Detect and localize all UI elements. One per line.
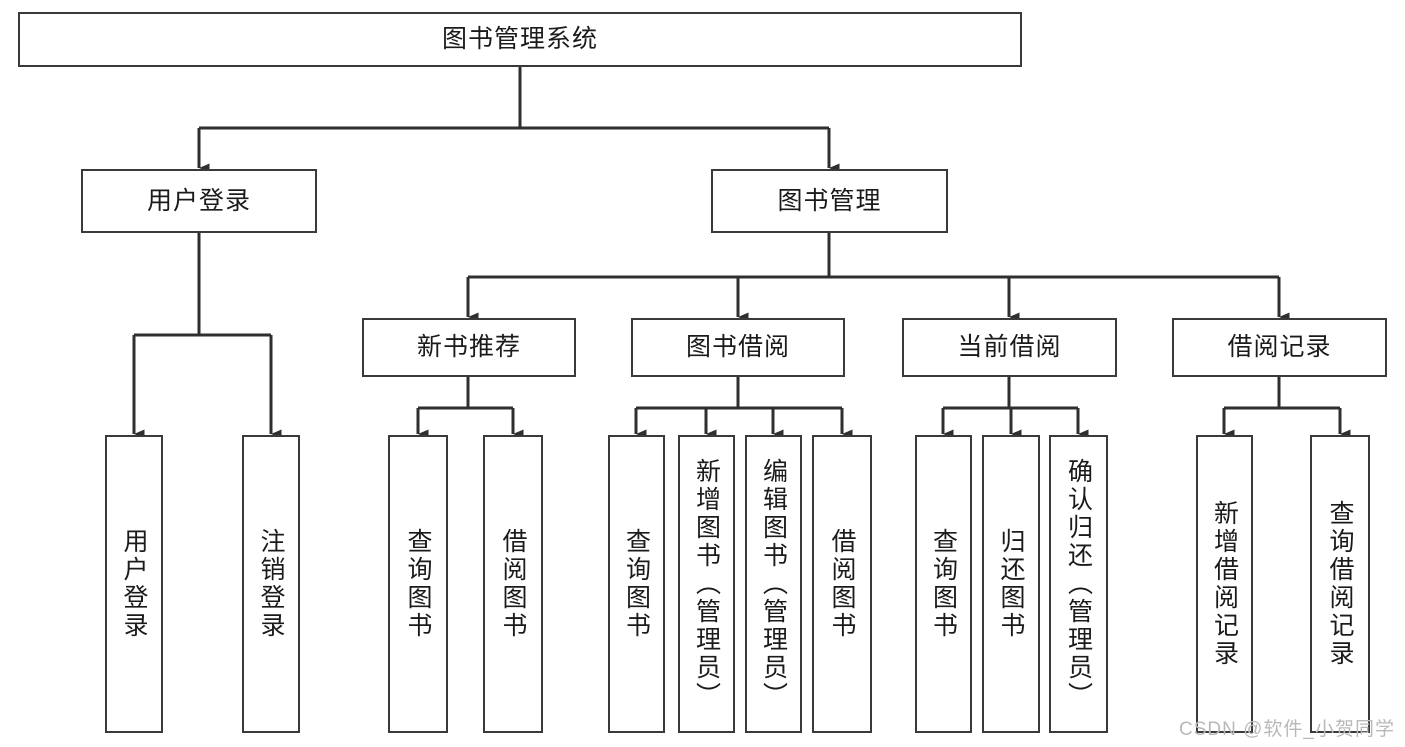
node-leaf-add-borrow-record[interactable]: 新增借阅记录: [1196, 435, 1253, 733]
node-leaf-user-login[interactable]: 用户登录: [105, 435, 163, 733]
node-label: 借阅图书: [828, 528, 856, 640]
node-user-login[interactable]: 用户登录: [81, 169, 317, 233]
node-label: 查询图书: [404, 528, 432, 640]
node-label: 新增借阅记录: [1210, 500, 1239, 668]
node-leaf-query-book-cur[interactable]: 查询图书: [915, 435, 972, 733]
node-label: 用户登录: [120, 528, 148, 640]
node-leaf-borrow-book-rec[interactable]: 借阅图书: [483, 435, 543, 733]
node-leaf-add-book-admin[interactable]: 新增图书（管理员）: [678, 435, 735, 733]
node-label: 确认归还（管理员）: [1064, 458, 1093, 710]
node-leaf-logout[interactable]: 注销登录: [242, 435, 300, 733]
node-label: 注销登录: [257, 528, 285, 640]
node-label: 用户登录: [146, 186, 251, 215]
node-leaf-query-book-bor[interactable]: 查询图书: [608, 435, 665, 733]
node-label: 编辑图书（管理员）: [759, 458, 788, 710]
node-label: 查询图书: [622, 528, 651, 640]
node-book-manage[interactable]: 图书管理: [711, 169, 948, 233]
node-leaf-edit-book-admin[interactable]: 编辑图书（管理员）: [745, 435, 802, 733]
node-label: 查询借阅记录: [1326, 500, 1354, 668]
node-book-borrow[interactable]: 图书借阅: [631, 318, 845, 377]
node-label: 查询图书: [929, 528, 958, 640]
node-label: 图书借阅: [685, 333, 790, 362]
node-current-borrow[interactable]: 当前借阅: [902, 318, 1117, 377]
node-label: 归还图书: [997, 528, 1025, 640]
node-borrow-record[interactable]: 借阅记录: [1172, 318, 1387, 377]
node-leaf-query-book-rec[interactable]: 查询图书: [388, 435, 448, 733]
node-label: 新增图书（管理员）: [692, 458, 721, 710]
node-new-book-recommend[interactable]: 新书推荐: [362, 318, 576, 377]
node-leaf-confirm-return-admin[interactable]: 确认归还（管理员）: [1049, 435, 1108, 733]
node-leaf-query-borrow-record[interactable]: 查询借阅记录: [1310, 435, 1370, 733]
node-label: 新书推荐: [416, 333, 521, 362]
node-leaf-borrow-book-bor[interactable]: 借阅图书: [812, 435, 872, 733]
node-label: 当前借阅: [957, 333, 1062, 362]
node-label: 借阅图书: [499, 528, 527, 640]
watermark-label: CSDN @软件_小贺同学: [1179, 719, 1395, 740]
node-leaf-return-book[interactable]: 归还图书: [982, 435, 1040, 733]
node-label: 借阅记录: [1227, 333, 1332, 362]
node-label: 图书管理: [777, 186, 882, 215]
node-root[interactable]: 图书管理系统: [18, 12, 1022, 67]
node-label: 图书管理系统: [441, 25, 598, 54]
